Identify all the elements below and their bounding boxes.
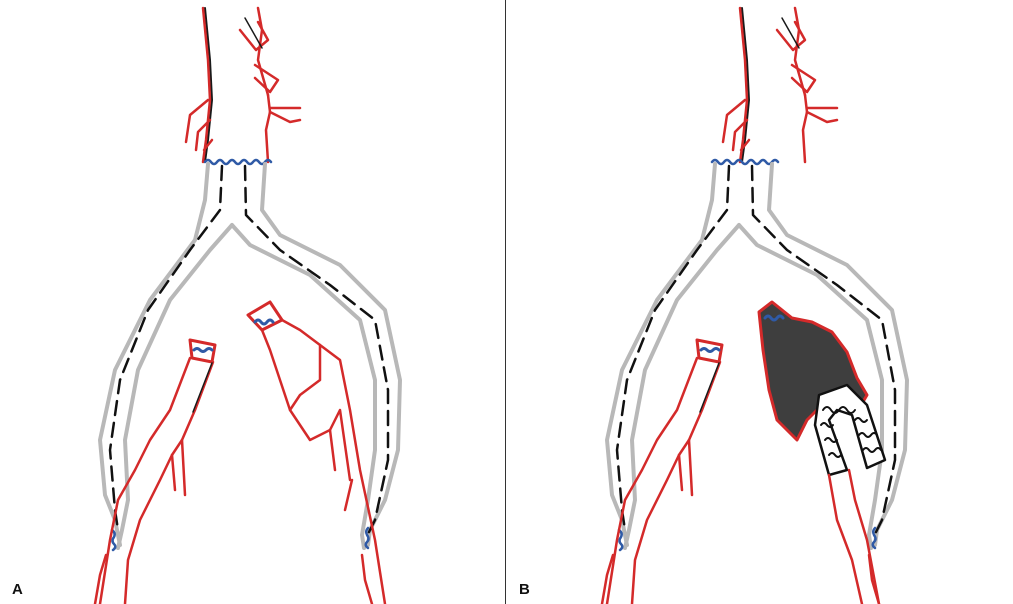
panel-a: A xyxy=(0,0,506,604)
panel-a-label: A xyxy=(12,581,23,598)
right-iliac-runoff xyxy=(829,475,862,604)
stent-graft xyxy=(815,385,885,475)
left-iliac-vessels xyxy=(607,340,722,604)
proximal-anastomosis xyxy=(712,160,778,164)
proximal-aorta xyxy=(186,8,300,162)
panel-b: B xyxy=(507,0,1013,604)
proximal-aorta xyxy=(723,8,837,162)
panel-a-diagram xyxy=(0,0,506,604)
right-iliac-vessels xyxy=(248,302,385,604)
proximal-anastomosis xyxy=(205,160,271,164)
panel-b-diagram xyxy=(507,0,1013,604)
lower-right-vessel xyxy=(362,555,372,604)
left-iliac-vessels xyxy=(100,340,215,604)
aneurysm-sac xyxy=(759,302,867,440)
bifurcated-graft xyxy=(607,164,907,548)
bifurcated-graft xyxy=(100,164,400,548)
panel-b-label: B xyxy=(519,581,530,598)
